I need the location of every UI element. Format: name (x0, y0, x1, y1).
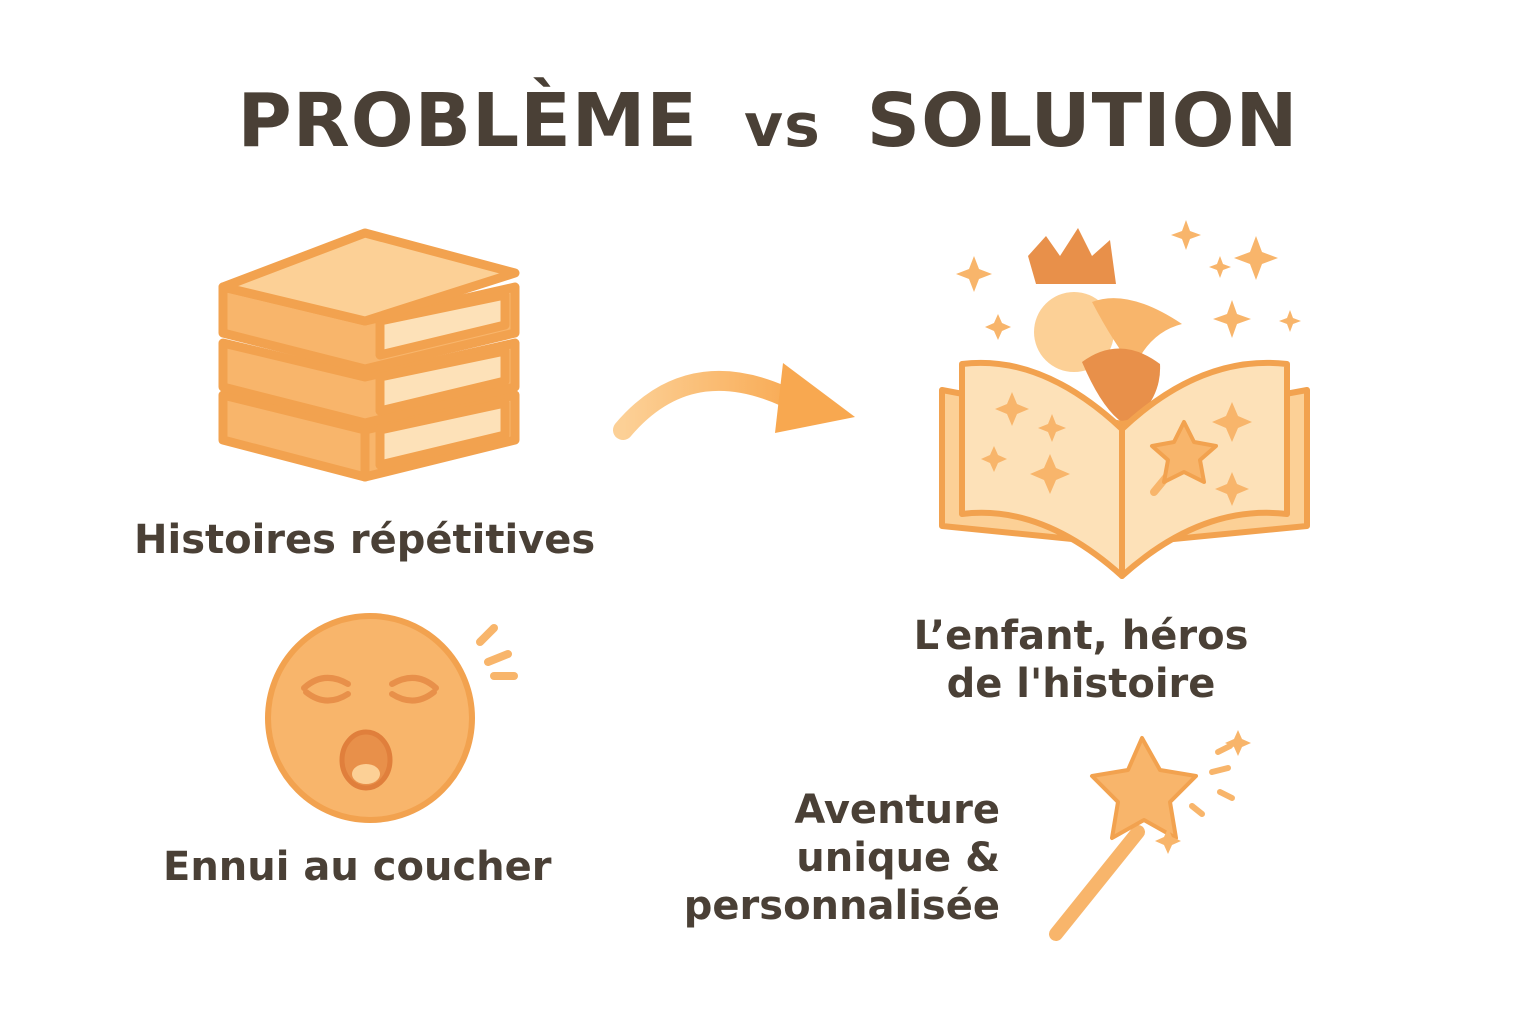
label-child-hero-line1: L’enfant, héros (913, 613, 1249, 659)
label-unique-adventure-line2: unique & (796, 835, 1000, 881)
label-unique-adventure-line3: personnalisée (683, 883, 1000, 929)
label-repetitive-stories: Histoires répétitives (134, 517, 596, 563)
title-vs: vs (743, 91, 821, 161)
yawning-face-icon (265, 613, 518, 823)
label-child-hero-line2: de l'histoire (946, 661, 1216, 707)
label-child-hero: L’enfant, héros de l'histoire (896, 612, 1266, 708)
magic-wand-icon (1049, 730, 1251, 941)
title-solution: SOLUTION (866, 78, 1299, 164)
curved-arrow-icon (613, 363, 855, 440)
label-unique-adventure-line1: Aventure (794, 787, 1000, 833)
page-title: PROBLÈME vs SOLUTION (0, 78, 1536, 164)
label-bedtime-boredom: Ennui au coucher (163, 844, 552, 890)
magic-storybook-icon (939, 220, 1310, 579)
title-problem: PROBLÈME (237, 78, 698, 164)
books-stack-icon (218, 228, 520, 482)
label-unique-adventure: Aventure unique & personnalisée (640, 786, 1000, 930)
